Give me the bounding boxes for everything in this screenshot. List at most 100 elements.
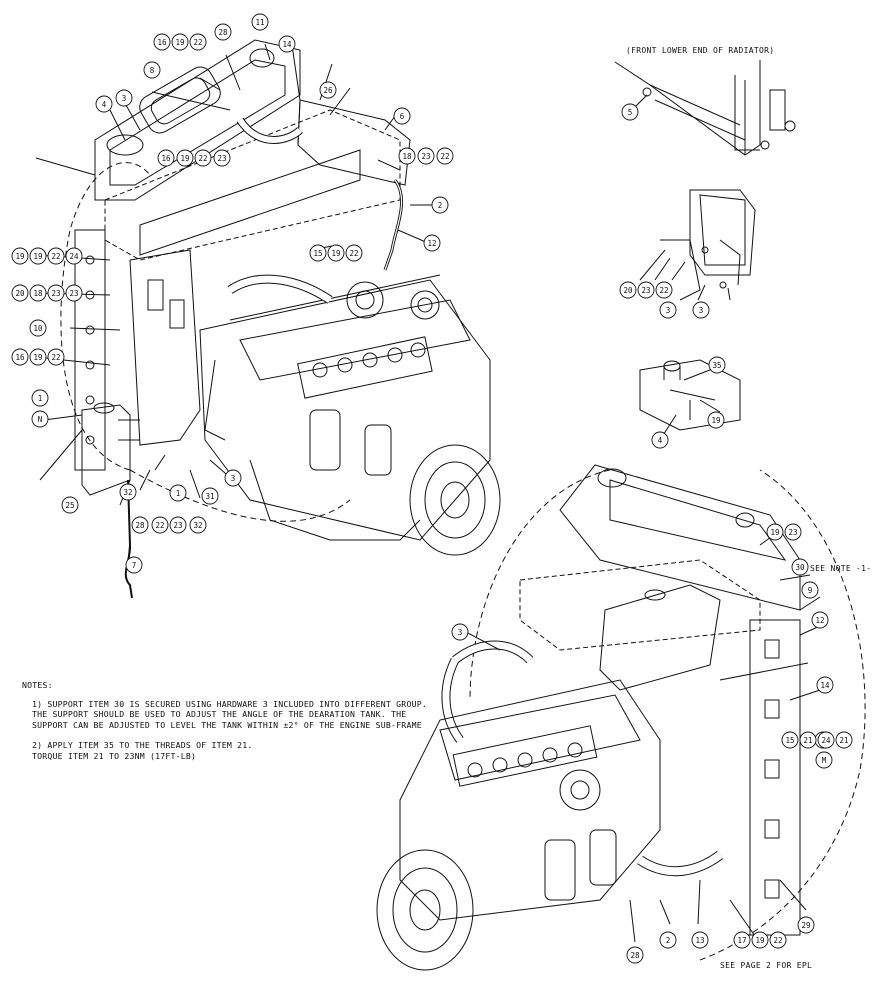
callout-21-67: 21 xyxy=(835,731,853,749)
callout-circle xyxy=(61,496,79,514)
callout-label: 13 xyxy=(695,936,704,945)
callout-circle xyxy=(733,931,751,949)
callout-label: 3 xyxy=(666,306,671,315)
callout-label: 17 xyxy=(737,936,746,945)
callout-3-56: 3 xyxy=(451,623,469,641)
callout-19-54: 19 xyxy=(707,411,725,429)
callout-circle xyxy=(784,523,802,541)
callout-35-53: 35 xyxy=(708,356,726,374)
callout-circle xyxy=(29,284,47,302)
callout-25-37: 25 xyxy=(61,496,79,514)
callout-label: 19 xyxy=(33,252,42,261)
top-right-caption: (FRONT LOWER END OF RADIATOR) xyxy=(626,46,775,55)
callout-6-10: 6 xyxy=(393,107,411,125)
callout-label: 19 xyxy=(180,154,189,163)
callout-label: 19 xyxy=(15,252,24,261)
callout-label: 3 xyxy=(122,94,127,103)
callout-circle xyxy=(691,931,709,949)
callout-circle xyxy=(637,281,655,299)
callout-23-49: 23 xyxy=(637,281,655,299)
callout-label: 4 xyxy=(658,436,663,445)
callout-circle xyxy=(659,301,677,319)
callout-13-71: 13 xyxy=(691,931,709,949)
callout-24-66: 24 xyxy=(817,731,835,749)
callout-label: 23 xyxy=(217,154,226,163)
callout-32-45: 32 xyxy=(189,516,207,534)
callout-23-44: 23 xyxy=(169,516,187,534)
callout-label: 22 xyxy=(773,936,782,945)
callout-3-8: 3 xyxy=(115,89,133,107)
callout-circle xyxy=(143,61,161,79)
callout-label: 12 xyxy=(427,239,436,248)
callout-label: 3 xyxy=(458,628,463,637)
callout-label: 23 xyxy=(173,521,182,530)
callout-circle xyxy=(169,484,187,502)
callout-circle xyxy=(781,731,799,749)
callout-label: 19 xyxy=(770,528,779,537)
callout-circle xyxy=(621,103,639,121)
callout-circle xyxy=(398,147,416,165)
callout-circle xyxy=(799,731,817,749)
callout-circle xyxy=(115,89,133,107)
callout-circle xyxy=(65,247,83,265)
callout-label: 28 xyxy=(630,951,640,960)
callout-label: 11 xyxy=(255,18,264,27)
callout-15-24: 15 xyxy=(309,244,327,262)
detail-tank-mount xyxy=(639,189,756,301)
callout-23-30: 23 xyxy=(65,284,83,302)
callout-4-7: 4 xyxy=(95,95,113,113)
callout-circle xyxy=(214,23,232,41)
callout-circle xyxy=(11,348,29,366)
callout-label: 20 xyxy=(623,286,633,295)
callout-circle xyxy=(213,149,231,167)
callout-circle xyxy=(11,247,29,265)
callout-label: 15 xyxy=(785,736,794,745)
callout-label: 35 xyxy=(712,361,721,370)
callout-19-25: 19 xyxy=(327,244,345,262)
detail-tank-cap xyxy=(639,359,741,441)
callout-label: 28 xyxy=(218,28,228,37)
callout-circle xyxy=(708,356,726,374)
callout-circle xyxy=(431,196,449,214)
callout-label: 16 xyxy=(15,353,25,362)
callout-circle xyxy=(31,389,49,407)
callout-circle xyxy=(769,931,787,949)
callout-18-28: 18 xyxy=(29,284,47,302)
note-1: 1) SUPPORT ITEM 30 IS SECURED USING HARD… xyxy=(32,698,427,730)
callout-19-20: 19 xyxy=(11,247,29,265)
callout-N-36: N xyxy=(31,410,49,428)
callout-3-41: 3 xyxy=(224,469,242,487)
callout-12-61: 12 xyxy=(811,611,829,629)
callout-29-75: 29 xyxy=(797,916,815,934)
callout-label: 3 xyxy=(231,474,236,483)
callout-circle xyxy=(29,319,47,337)
callout-15-64: 15 xyxy=(781,731,799,749)
callout-label: 29 xyxy=(801,921,810,930)
callout-16-11: 16 xyxy=(157,149,175,167)
callout-23-16: 23 xyxy=(417,147,435,165)
right-engine-assembly xyxy=(376,464,866,971)
callout-4-55: 4 xyxy=(651,431,669,449)
callout-label: 25 xyxy=(65,501,74,510)
callout-11-4: 11 xyxy=(251,13,269,31)
callout-22-74: 22 xyxy=(769,931,787,949)
callout-circle xyxy=(436,147,454,165)
callout-3-52: 3 xyxy=(692,301,710,319)
callout-circle xyxy=(345,244,363,262)
callout-2-18: 2 xyxy=(431,196,449,214)
callout-label: 16 xyxy=(157,38,167,47)
callout-16-32: 16 xyxy=(11,348,29,366)
callout-circle xyxy=(791,558,809,576)
callout-circle xyxy=(157,149,175,167)
callout-22-22: 22 xyxy=(47,247,65,265)
callout-28-42: 28 xyxy=(131,516,149,534)
callout-circle xyxy=(47,348,65,366)
callout-circle xyxy=(423,234,441,252)
callout-14-62: 14 xyxy=(816,676,834,694)
callout-7-46: 7 xyxy=(125,556,143,574)
callout-circle xyxy=(125,556,143,574)
callout-label: 23 xyxy=(788,528,797,537)
callout-label: 23 xyxy=(69,289,78,298)
callout-label: 24 xyxy=(821,736,831,745)
